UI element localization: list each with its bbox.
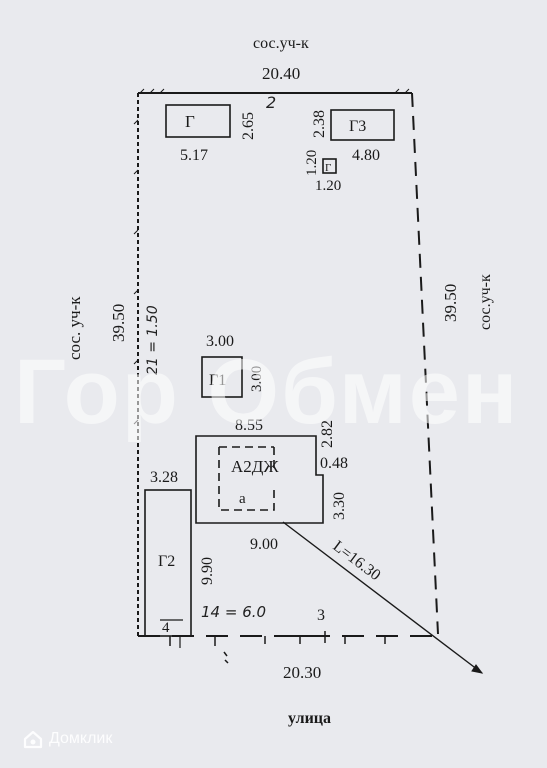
lot-boundary <box>133 88 439 664</box>
building-g2 <box>144 489 192 637</box>
g2-length-label: 9.90 <box>199 557 216 585</box>
building-house <box>195 435 324 524</box>
g1-height-label: 3.00 <box>249 366 265 392</box>
building-g3 <box>330 109 395 141</box>
street-label: улица <box>288 710 331 727</box>
house-notch-label: 0.48 <box>320 455 348 472</box>
house-left-label: 3.28 <box>150 469 178 486</box>
building-g2-label: Г2 <box>158 553 175 570</box>
house-top-label: 8.55 <box>235 417 263 434</box>
left-note-label: 21 = 1.50 <box>145 305 161 375</box>
veranda-outline <box>218 446 275 511</box>
building-house-label: А2ДЖ <box>231 457 279 476</box>
g3-depth-label: 2.38 <box>311 110 328 138</box>
g2-width-label: 4 <box>162 620 170 636</box>
house-right-bottom-label: 3.30 <box>331 492 348 520</box>
building-gz-label: Г <box>325 162 331 174</box>
building-g3-label: Г3 <box>349 118 366 135</box>
neighbor-left-label: сос. уч-к <box>65 296 84 360</box>
building-g-label: Г <box>185 112 195 131</box>
brand-name: Домклик <box>49 730 113 747</box>
top-width-label: 20.40 <box>262 64 300 83</box>
house-right-top-label: 2.82 <box>319 420 336 448</box>
building-gz <box>322 158 337 174</box>
top-mark-label: 2 <box>266 93 276 112</box>
house-logo-icon <box>23 730 43 749</box>
neighbor-top-label: сос.уч-к <box>253 35 309 52</box>
bottom-width-label: 20.30 <box>283 663 321 682</box>
building-g <box>165 104 231 138</box>
left-length-label: 39.50 <box>109 304 128 342</box>
veranda-label: а <box>239 491 246 507</box>
right-length-label: 39.50 <box>441 284 460 322</box>
building-g1 <box>201 356 243 398</box>
building-g1-label: Г1 <box>209 372 226 389</box>
brand-logo: Домклик <box>22 728 112 750</box>
house-bottom-label: 9.00 <box>250 536 278 553</box>
gate-width-label: 3 <box>317 607 325 624</box>
bottom-note-label: 14 = 6.0 <box>201 603 266 621</box>
gz-height-label: 1.20 <box>304 150 320 176</box>
diagonal-arrow <box>282 521 484 674</box>
g1-width-label: 3.00 <box>206 333 234 350</box>
neighbor-right-label: сос.уч-к <box>477 274 494 330</box>
g-depth-label: 2.65 <box>240 112 257 140</box>
g-width-label: 5.17 <box>180 147 208 164</box>
g3-width-label: 4.80 <box>352 147 380 164</box>
gz-width-label: 1.20 <box>315 178 341 194</box>
